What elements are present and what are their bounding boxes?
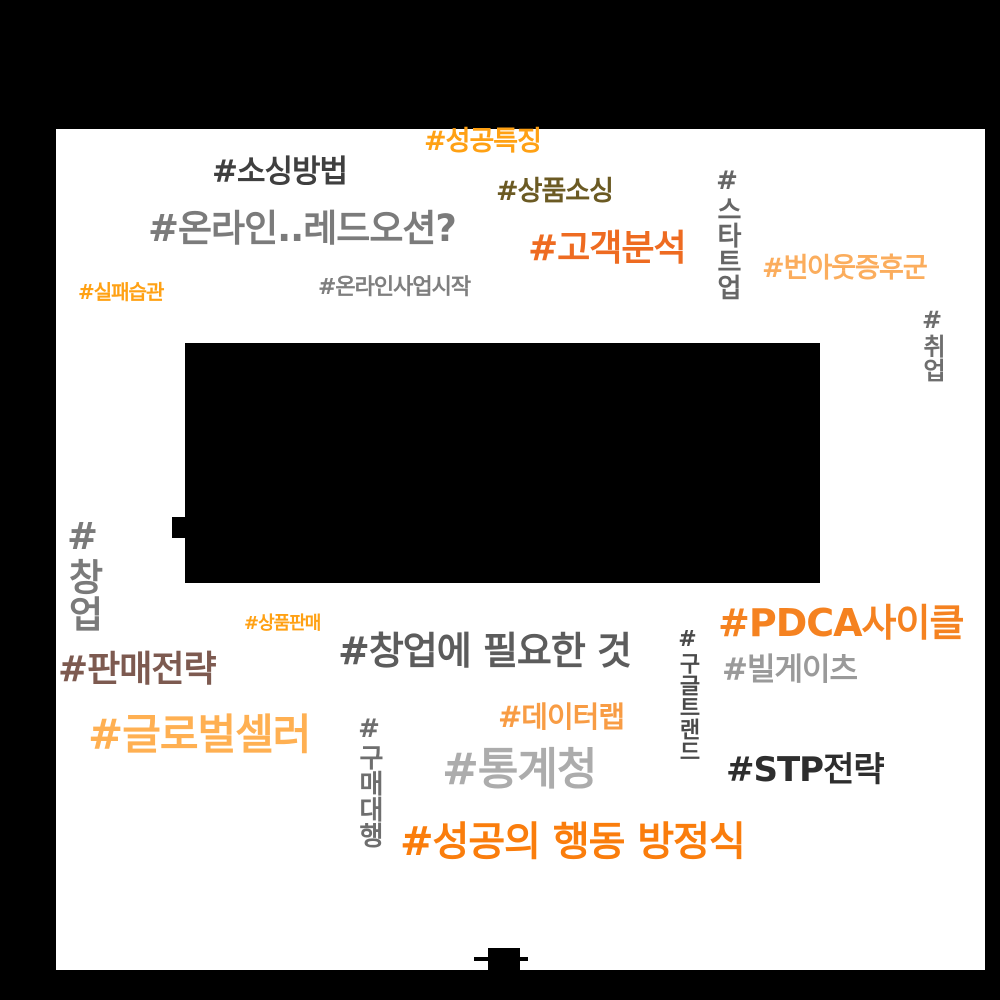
hashtag-bill-gates: #빌게이츠 bbox=[722, 652, 858, 688]
hashtag-sangpum-panmae: #상품판매 bbox=[244, 613, 321, 634]
hashtag-google-trend: #구글트랜드 bbox=[675, 627, 700, 762]
hashtag-online-saeop-sijak: #온라인사업시작 bbox=[318, 275, 471, 300]
hashtag-changeop: #창업 bbox=[61, 515, 104, 632]
hashtag-changeop-necessities: #창업에 필요한 것 bbox=[338, 629, 632, 673]
hashtag-panmae-jeollyak: #판매전략 bbox=[58, 649, 217, 690]
hashtag-sangpum-sosing: #상품소싱 bbox=[496, 176, 614, 207]
hashtag-seonggong-teukjing: #성공특징 bbox=[424, 126, 542, 157]
hashtag-seonggong-bangjeongsik: #성공의 행동 방정식 bbox=[400, 819, 746, 865]
hashtag-tonggyecheong: #통계청 bbox=[442, 744, 597, 795]
hashtag-online-red-ocean: #온라인..레드오션? bbox=[148, 207, 457, 250]
hashtag-pdca-cycle: #PDCA사이클 bbox=[718, 601, 964, 645]
hashtag-chwieop: #취업 bbox=[918, 306, 946, 382]
hashtag-stp-jeollyak: #STP전략 bbox=[726, 750, 885, 790]
hashtag-silpae-seupgwan: #실패습관 bbox=[78, 280, 164, 304]
bottom-mark-square bbox=[488, 948, 520, 970]
hashtag-gumae-daehaeng: #구매대행 bbox=[354, 714, 384, 848]
hashtag-global-seller: #글로벌셀러 bbox=[88, 710, 311, 759]
hashtag-datalab: #데이터랩 bbox=[498, 700, 625, 734]
hashtag-burnout-syndrome: #번아웃증후군 bbox=[762, 253, 928, 284]
bottom-logo-mark bbox=[474, 948, 528, 970]
censored-black-block bbox=[185, 343, 820, 583]
hashtag-gogaek-bunseok: #고객분석 bbox=[528, 228, 687, 269]
hashtag-startup: #스타트업 bbox=[712, 166, 742, 300]
hashtag-sosing-bangbeop: #소싱방법 bbox=[212, 154, 348, 190]
censored-block-left-tab bbox=[172, 517, 186, 538]
